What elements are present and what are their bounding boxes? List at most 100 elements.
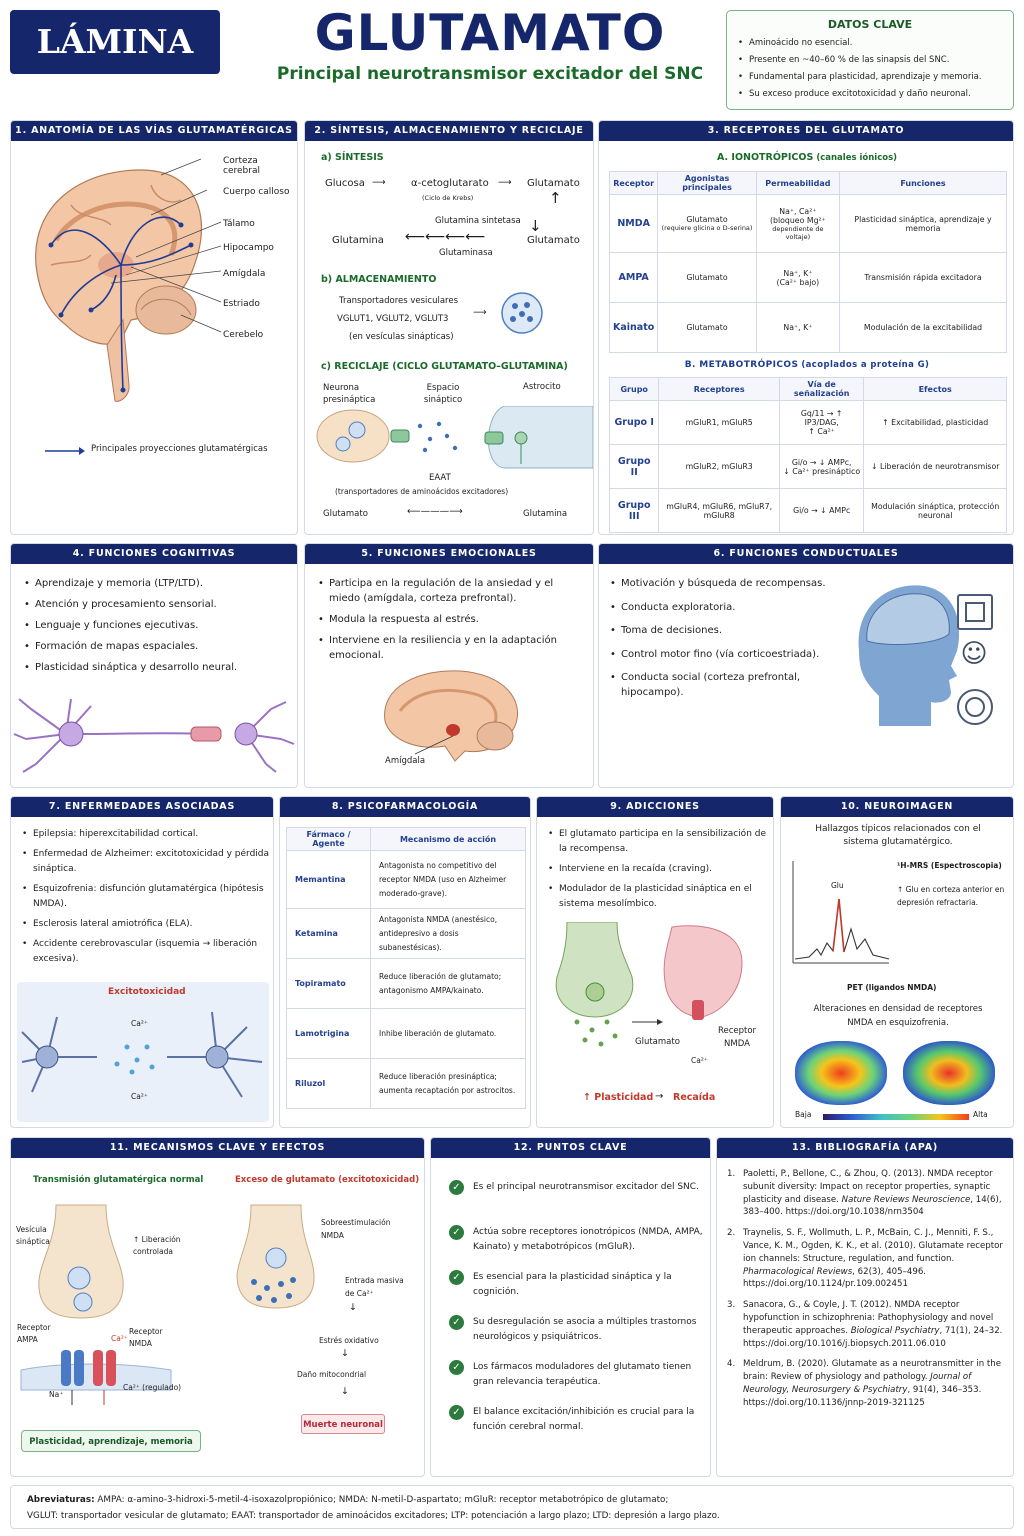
section-title: 11. MECANISMOS CLAVE Y EFECTOS	[11, 1138, 424, 1158]
scale-low-label: Baja	[795, 1110, 812, 1119]
brain-amygdala-illustration	[384, 670, 519, 762]
reference-number: 3.	[727, 1300, 736, 1311]
synthesis-heading: a) SÍNTESIS	[321, 152, 384, 163]
storage-line: Transportadores vesiculares	[339, 296, 459, 306]
arrow-icon: ⟶	[372, 177, 386, 188]
agonist-cell: Glutamato	[657, 252, 757, 303]
emotional-item: Participa en la regulación de la ansieda…	[317, 576, 587, 606]
iono-heading: A. IONOTRÓPICOS (canales iónicos)	[599, 152, 1013, 163]
pathway: Gi/o → ↓ AMPc,	[791, 457, 852, 467]
reference-source: , 71(1), 24–32. https://doi.org/10.1016/…	[743, 1325, 1003, 1349]
double-arrow-icon: ⟵———⟶	[407, 506, 463, 517]
key-points-list: ✓ Es el principal neurotransmisor excitad…	[449, 1180, 705, 1450]
brain-region-label: Corteza cerebral	[223, 156, 260, 176]
check-icon: ✓	[449, 1315, 464, 1330]
key-facts-title: DATOS CLAVE	[827, 18, 913, 31]
key-point-item: ✓El balance excitación/inhibición es cru…	[449, 1405, 705, 1435]
section-cognitive: 4. FUNCIONES COGNITIVAS Aprendizaje y me…	[10, 543, 298, 788]
section-anatomy: 1. ANATOMÍA DE LAS VÍAS GLUTAMATÉRGICAS …	[10, 120, 298, 535]
permeability: Na⁺, K⁺	[783, 323, 813, 332]
function-cell: Plasticidad sináptica, aprendizaje y mem…	[839, 194, 1007, 253]
pathway-cell: Gi/o → ↓ AMPc,↓ Ca²⁺ presináptico	[778, 444, 865, 489]
ca-label: Ca²⁺	[131, 1092, 148, 1101]
section-key-points: 12. PUNTOS CLAVE ✓Es el principal neurot…	[430, 1137, 711, 1477]
section-title: 9. ADICCIONES	[537, 797, 773, 817]
drug-name: Topiramato	[286, 958, 371, 1009]
disease-item: Epilepsia: hiperexcitabilidad cortical.	[21, 827, 269, 842]
cycle-glutamato: Glutamato	[323, 509, 368, 519]
vesicle-label: Vesícula sináptica	[16, 1225, 50, 1246]
key-point-text: El balance excitación/inhibición es cruc…	[473, 1407, 695, 1432]
overstim-label: Sobreestimulación NMDA	[321, 1218, 391, 1240]
arrow-icon: ⟶	[473, 307, 487, 318]
meta-heading: B. METABOTRÓPICOS (acoplados a proteína …	[599, 359, 1013, 370]
agonist: Glutamato	[686, 215, 728, 224]
section-title: 5. FUNCIONES EMOCIONALES	[305, 544, 593, 564]
calcium-influx-label: Entrada masiva de Ca²⁺	[345, 1276, 404, 1298]
key-point-item: ✓ Su desregulación se asocia a múltiples …	[449, 1315, 705, 1345]
akg-label: α-cetoglutarato	[411, 178, 489, 189]
head-profile-icon: ☺	[960, 639, 988, 669]
section-title: 10. NEUROIMAGEN	[781, 797, 1013, 817]
arrow-icon: ⟶	[498, 177, 512, 188]
mrs-label: ¹H-MRS (Espectroscopia)	[897, 861, 1002, 870]
arrow-down-icon: ↓	[529, 217, 542, 235]
ca-regulated-label: Ca²⁺ (regulado)	[123, 1383, 182, 1392]
disease-item: Enfermedad de Alzheimer: excitotoxicidad…	[21, 847, 269, 877]
agonist-cell: Glutamato(requiere glicina o D-serina)	[657, 194, 757, 253]
permeability: Na⁺, Ca²⁺	[779, 206, 817, 216]
arrow-down-icon: ↓	[341, 1348, 349, 1359]
behavioral-item: Conducta exploratoria.	[609, 600, 839, 615]
behavioral-item: Conducta social (corteza prefrontal, hip…	[609, 670, 839, 700]
section-title: 4. FUNCIONES COGNITIVAS	[11, 544, 297, 564]
references-list: 1.Paoletti, P., Bellone, C., & Zhou, Q. …	[727, 1168, 1005, 1418]
normal-heading: Transmisión glutamatérgica normal	[33, 1175, 204, 1185]
legend-arrow-icon	[45, 447, 85, 455]
head-silhouette-icon	[858, 585, 959, 726]
reference-number: 2.	[727, 1228, 736, 1239]
cycle-glutamina: Glutamina	[523, 509, 568, 519]
permeability: (bloqueo Mg²⁺	[769, 215, 826, 225]
storage-line: VGLUT1, VGLUT2, VGLUT3	[337, 314, 449, 324]
brain-region-label: Cuerpo calloso	[223, 187, 290, 197]
krebs-label: (Ciclo de Krebs)	[422, 194, 474, 202]
drug-name: Lamotrigina	[286, 1008, 371, 1059]
neurons-excitotoxicity	[21, 1011, 263, 1098]
pathway-cell: Gq/11 → ↑ IP3/DAG,↑ Ca²⁺	[778, 400, 865, 445]
table-header: Receptores	[658, 377, 780, 401]
behavioral-item: Toma de decisiones.	[609, 623, 839, 638]
reference-item: 4.Meldrum, B. (2020). Glutamate as a neu…	[727, 1358, 1005, 1409]
permeability: dependiente de voltaje)	[772, 224, 824, 241]
function-cell: Transmisión rápida excitadora	[839, 252, 1007, 303]
disease-item: Esquizofrenia: disfunción glutamatérgica…	[21, 882, 269, 912]
key-facts-list: Aminoácido no esencial.Presente en ~40–6…	[737, 35, 1003, 102]
glutamato-label: Glutamato	[527, 178, 580, 189]
key-point-text: Su desregulación se asocia a múltiples t…	[473, 1317, 697, 1342]
permeability: Na⁺, K⁺	[783, 268, 813, 278]
excitotoxicity-label: Excitotoxicidad	[108, 987, 186, 997]
abbrev-line-2: VGLUT: transportador vesicular de glutam…	[27, 1511, 720, 1521]
mrs-spectrum-chart	[792, 861, 890, 964]
storage-line: (en vesículas sinápticas)	[349, 332, 454, 342]
presynaptic-label: Neurona presináptica	[323, 383, 376, 405]
key-point-text: Es el principal neurotransmisor excitado…	[473, 1182, 699, 1192]
agonist-note: (requiere glicina o D-serina)	[661, 224, 753, 232]
eaat-desc: (transportadores de aminoácidos excitado…	[335, 487, 509, 496]
disease-item: Esclerosis lateral amiotrófica (ELA).	[21, 917, 269, 932]
drug-name: Memantina	[286, 850, 371, 909]
emotional-item: Interviene en la resiliencia y en la ada…	[317, 633, 587, 663]
excess-heading: Exceso de glutamato (excitotoxicidad)	[235, 1175, 420, 1185]
excess-synapse-illustration	[236, 1204, 315, 1309]
section-title: 3. RECEPTORES DEL GLUTAMATO	[599, 121, 1013, 141]
reference-item: 2.Traynelis, S. F., Wollmuth, L. P., McB…	[727, 1227, 1005, 1291]
table-header: Mecanismo de acción	[370, 827, 526, 851]
table-header: Funciones	[839, 171, 1007, 195]
disease-item: Accidente cerebrovascular (isquemia → li…	[21, 937, 269, 967]
permeability: (Ca²⁺ bajo)	[776, 277, 820, 287]
reference-journal: Biological Psychiatry	[850, 1325, 940, 1336]
drug-mechanism: Reduce liberación presináptica; aumenta …	[370, 1058, 526, 1109]
reference-journal: Pharmacological Reviews	[743, 1266, 853, 1277]
